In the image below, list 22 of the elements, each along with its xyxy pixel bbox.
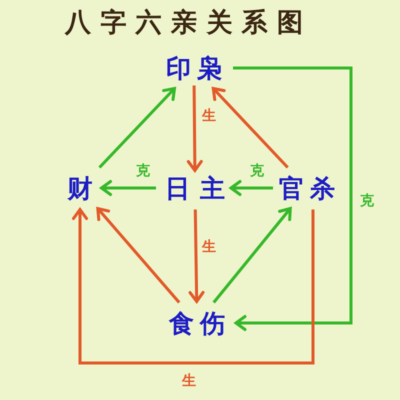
arrow [186,85,203,172]
node-label: 食伤 [169,310,225,336]
node-label: 官杀 [279,176,335,200]
node-label: 财 [68,176,92,200]
arrow [233,66,352,331]
arrow [212,87,289,169]
arrow [72,208,314,364]
arrow [230,180,273,196]
arrow [100,180,156,196]
edge-label: 生 [202,109,216,123]
arrow [188,209,205,303]
arrow [96,207,180,304]
edge-label: 生 [182,374,196,388]
edge-label: 生 [202,240,216,254]
node-label: 印枭 [166,56,222,80]
edge-label: 克 [360,194,374,208]
arrow [98,87,176,169]
edge-label: 克 [250,164,264,178]
title: 八字六亲关系图 [65,10,303,36]
node-label: 日主 [165,176,225,200]
arrow [212,207,292,304]
edge-label: 克 [136,164,150,178]
